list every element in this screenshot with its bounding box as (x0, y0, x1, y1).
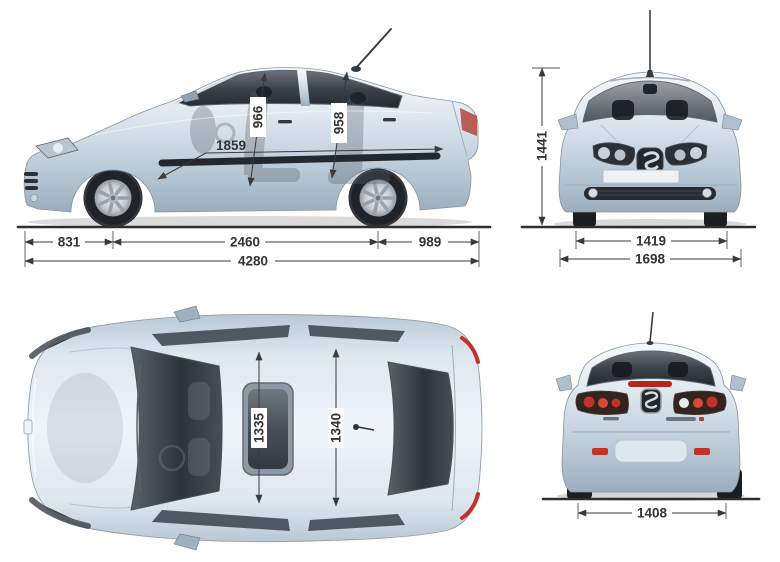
trunk-seam-top (451, 344, 456, 512)
dim-overall-width: 1698 (635, 252, 666, 267)
seat-ghost (188, 438, 210, 476)
antenna-base-rear (646, 341, 654, 345)
reverse-light-lens (679, 398, 689, 408)
left-headrest-rear (612, 362, 632, 377)
right-reflector (694, 448, 710, 455)
b-pillar (297, 70, 310, 106)
trunk-seam (451, 100, 468, 157)
left-fog-light (588, 188, 598, 198)
windshield-top (130, 346, 223, 511)
side-glass-band (152, 325, 290, 346)
headlight-lens (674, 149, 686, 161)
seat-badge-nose (23, 419, 33, 435)
front-grille-slots (24, 172, 38, 190)
side-mirror (180, 90, 200, 103)
rear-door-handle (383, 118, 396, 122)
right-headrest-rear (668, 362, 688, 377)
top-view: 1335 1340 (23, 305, 483, 551)
headlight-lens (53, 143, 63, 153)
rearview-mirror (643, 84, 657, 94)
headlight-top-left (29, 327, 91, 359)
antenna-side (355, 28, 392, 69)
headlight-lens (690, 147, 702, 159)
side-view: 1859 966 958 831 2460 989 4280 (16, 28, 492, 269)
steering-wheel-ghost (158, 444, 186, 472)
dim-front-track: 1419 (636, 234, 666, 249)
nose-highlight (31, 377, 37, 479)
license-recess-rear (614, 439, 688, 463)
dimension-line-interior-length (157, 145, 444, 180)
right-mirror-top (173, 533, 201, 551)
lower-grille (584, 187, 716, 200)
right-mirror (721, 113, 743, 131)
third-brake-light (628, 381, 672, 387)
license-plate-front (602, 169, 680, 184)
seat-ghost (188, 382, 210, 420)
headlight-lens (598, 147, 610, 159)
seat-logo-rear (644, 391, 659, 409)
rear-view: 1408 (541, 311, 761, 521)
front-headrest (256, 86, 272, 98)
left-headrest (612, 100, 634, 120)
seat-logo (643, 151, 660, 171)
right-mirror-rear (729, 374, 747, 392)
taillight-lens (693, 398, 703, 408)
dim-front-headroom: 966 (251, 105, 266, 128)
taillight-lens (583, 396, 595, 408)
rear-window (586, 350, 716, 387)
dim-front-cabin-width: 1335 (252, 412, 267, 443)
right-headrest (666, 100, 688, 120)
dim-interior-length: 1859 (216, 138, 246, 153)
engine-ghost (47, 373, 123, 483)
dim-wheelbase: 2460 (230, 235, 260, 250)
taillight-lens (611, 398, 621, 408)
dim-rear-overhang: 989 (419, 235, 442, 250)
antenna-top (353, 424, 359, 430)
dim-rear-cabin-width: 1340 (329, 413, 344, 443)
antenna-base-side (351, 66, 361, 72)
antenna-rear (649, 311, 654, 343)
dim-overall-length: 4280 (238, 254, 268, 269)
rear-window-top (387, 361, 454, 496)
front-door-handle (278, 120, 292, 124)
dim-rear-track: 1408 (637, 506, 668, 521)
antenna-base-front (646, 70, 654, 77)
taillight-lens (598, 398, 608, 408)
front-wheel (81, 166, 145, 230)
side-glass-band (308, 514, 405, 531)
dim-front-overhang: 831 (58, 235, 81, 250)
model-badge-left (603, 417, 619, 421)
badge-accent (699, 417, 704, 421)
left-mirror-rear (555, 374, 573, 392)
dim-rear-headroom: 958 (332, 111, 347, 134)
sunroof-edge (609, 76, 691, 82)
headlight-top-right (29, 497, 91, 529)
taillight-top-right (460, 492, 480, 520)
left-reflector (592, 448, 608, 455)
taillight-side (460, 108, 477, 136)
rear-headrest (350, 92, 366, 104)
side-glass-band (152, 510, 290, 531)
side-glass-band (308, 325, 405, 342)
dim-overall-height: 1441 (535, 130, 550, 161)
left-mirror (557, 113, 579, 131)
wiper (136, 364, 142, 493)
model-badge-right (666, 417, 696, 421)
side-glasshouse (175, 69, 403, 109)
taillight-lens (706, 396, 718, 408)
left-mirror-top (173, 305, 201, 323)
right-fog-light (702, 188, 712, 198)
taillight-top-left (460, 336, 480, 364)
fog-light-side (30, 194, 38, 202)
headlight-lens (614, 149, 626, 161)
front-view: 1441 1419 1698 (520, 10, 757, 267)
